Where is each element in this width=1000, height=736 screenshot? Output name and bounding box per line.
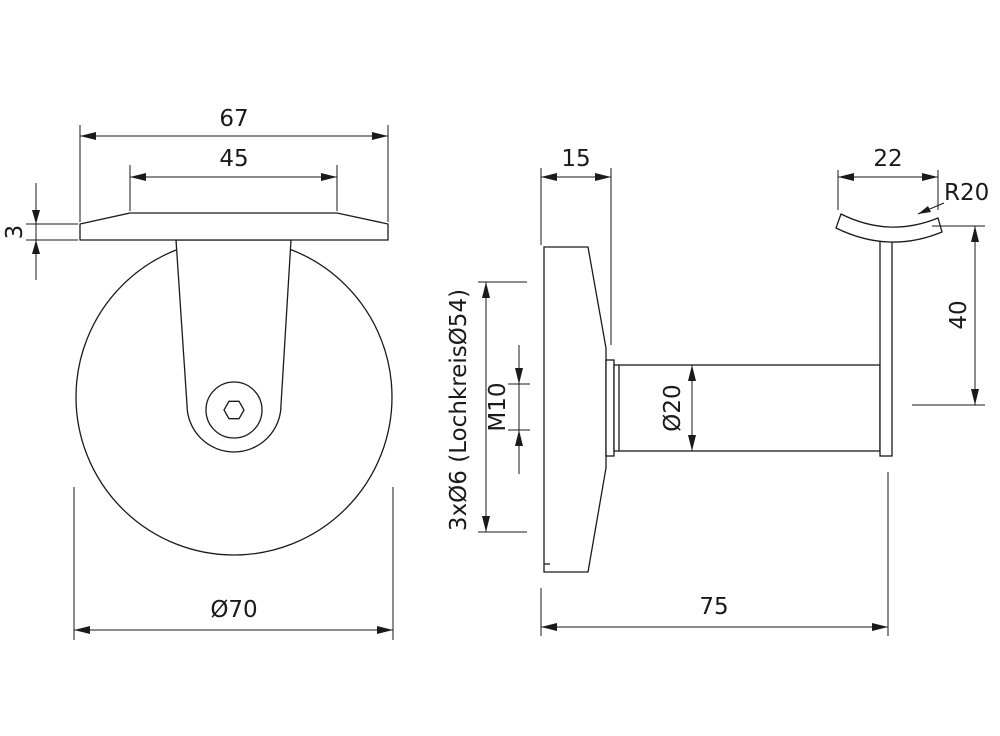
dimension-saddle-width: 22	[873, 146, 902, 172]
bracket-arm	[175, 239, 292, 453]
dimension-front-width: 67	[219, 106, 248, 132]
dimension-disc-diameter: Ø70	[210, 597, 257, 623]
dimension-thread: M10	[485, 382, 511, 431]
dimension-plate-thickness: 3	[2, 225, 28, 240]
hex-socket-icon	[223, 400, 245, 420]
dimension-hole-spec: 3xØ6 (LochkreisØ54)	[446, 289, 472, 531]
dimension-top-width: 45	[219, 146, 248, 172]
top-plate	[79, 212, 389, 241]
side-dimensions: 15 22 R20 40 3xØ6 (LochkreisØ54) M10	[446, 146, 989, 636]
side-view	[543, 213, 943, 573]
dimension-post-diameter: Ø20	[660, 384, 686, 431]
collar	[605, 359, 615, 457]
post	[613, 364, 881, 452]
dimension-saddle-radius: R20	[944, 180, 989, 206]
dimension-bracket-height: 40	[946, 300, 972, 329]
front-view	[75, 212, 393, 556]
dimension-overall-depth: 75	[699, 594, 728, 620]
wall-disc-profile	[543, 246, 607, 573]
saddle	[835, 213, 943, 243]
support-stem	[879, 239, 893, 457]
dimension-plate-depth: 15	[561, 146, 590, 172]
front-dimensions: 67 45 3 Ø70	[2, 106, 394, 640]
